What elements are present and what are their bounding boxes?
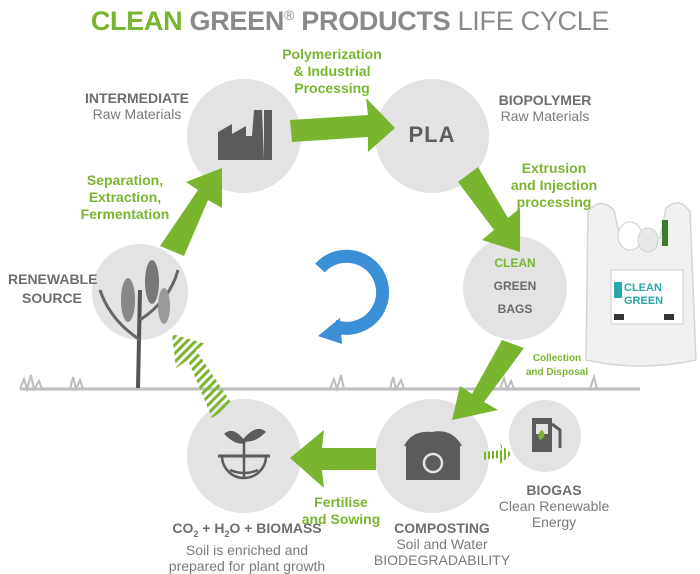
product-bag-image (585, 202, 697, 367)
bags-label: CLEAN GREEN BAGS (475, 252, 555, 321)
composting-title: COMPOSTING (394, 520, 490, 536)
composting-line1: Soil and Water (396, 536, 488, 552)
biopolymer-subtitle: Raw Materials (500, 108, 590, 124)
biogas-line1: Clean Renewable (498, 498, 610, 514)
title-green: GREEN (189, 6, 285, 36)
renewable-line2: SOURCE (22, 290, 82, 306)
arrow-fertilise (290, 430, 376, 488)
bag-brand: CLEAN GREEN (624, 282, 684, 308)
bags-circle (463, 236, 567, 340)
bag-brand-line2: GREEN (624, 295, 664, 307)
renewable-line1: RENEWABLE (8, 271, 98, 287)
factory-icon (218, 110, 272, 160)
biopolymer-title: BIOPOLYMER (498, 92, 592, 108)
fuel-pump-icon (532, 418, 562, 452)
bag-brand-line1: CLEAN (624, 282, 662, 294)
arrow-separation (160, 168, 222, 256)
bags-line1: CLEAN (494, 256, 536, 270)
title-clean: CLEAN (90, 6, 183, 36)
step-extrusion: Extrusion and Injection processing (510, 160, 598, 210)
compost-bin-icon (404, 431, 462, 480)
step-collection: Collection and Disposal (525, 353, 589, 378)
arrow-biogas (482, 444, 512, 464)
arrow-polymerization (290, 98, 395, 152)
intermediate-title: INTERMEDIATE (85, 90, 189, 106)
page-title: CLEAN GREEN® PRODUCTS LIFE CYCLE (0, 6, 700, 37)
biomass-title: CO2 + H2O + BIOMASS (172, 520, 322, 539)
title-registered: ® (284, 7, 295, 23)
composting-line2: BIODEGRADABILITY (373, 552, 511, 568)
pla-label: PLA (408, 122, 456, 147)
bags-line3: BAGS (497, 302, 533, 316)
bags-line2: GREEN (493, 279, 537, 293)
pla-circle (375, 79, 489, 193)
arrow-biomass-to-source (172, 334, 232, 418)
biomass-line1: Soil is enriched and (185, 541, 309, 558)
step-separation: Separation, Extraction, Fermentation (80, 172, 170, 222)
arrow-collection (452, 340, 524, 420)
ground-line (19, 373, 640, 393)
globe-sprout-icon (218, 429, 270, 480)
intermediate-subtitle: Raw Materials (92, 106, 182, 122)
arrow-extrusion (458, 167, 520, 252)
composting-label: COMPOSTING Soil and Water BIODEGRADABILI… (372, 520, 512, 568)
biogas-line2: Energy (531, 514, 577, 530)
title-products: PRODUCTS (301, 6, 451, 36)
corn-plant-icon (98, 260, 180, 389)
step-fertilise: Fertilise and Sowing (301, 494, 381, 527)
cycle-icon (315, 249, 390, 344)
step-polymerization: Polymerization & Industrial Processing (282, 46, 382, 96)
intermediate-label: INTERMEDIATE Raw Materials (82, 90, 192, 122)
renewable-label: RENEWABLE SOURCE (8, 270, 103, 308)
biopolymer-label: BIOPOLYMER Raw Materials (490, 92, 600, 124)
biogas-label: BIOGAS Clean Renewable Energy (494, 482, 614, 530)
biogas-title: BIOGAS (526, 482, 582, 498)
title-life-cycle: LIFE CYCLE (457, 6, 610, 36)
